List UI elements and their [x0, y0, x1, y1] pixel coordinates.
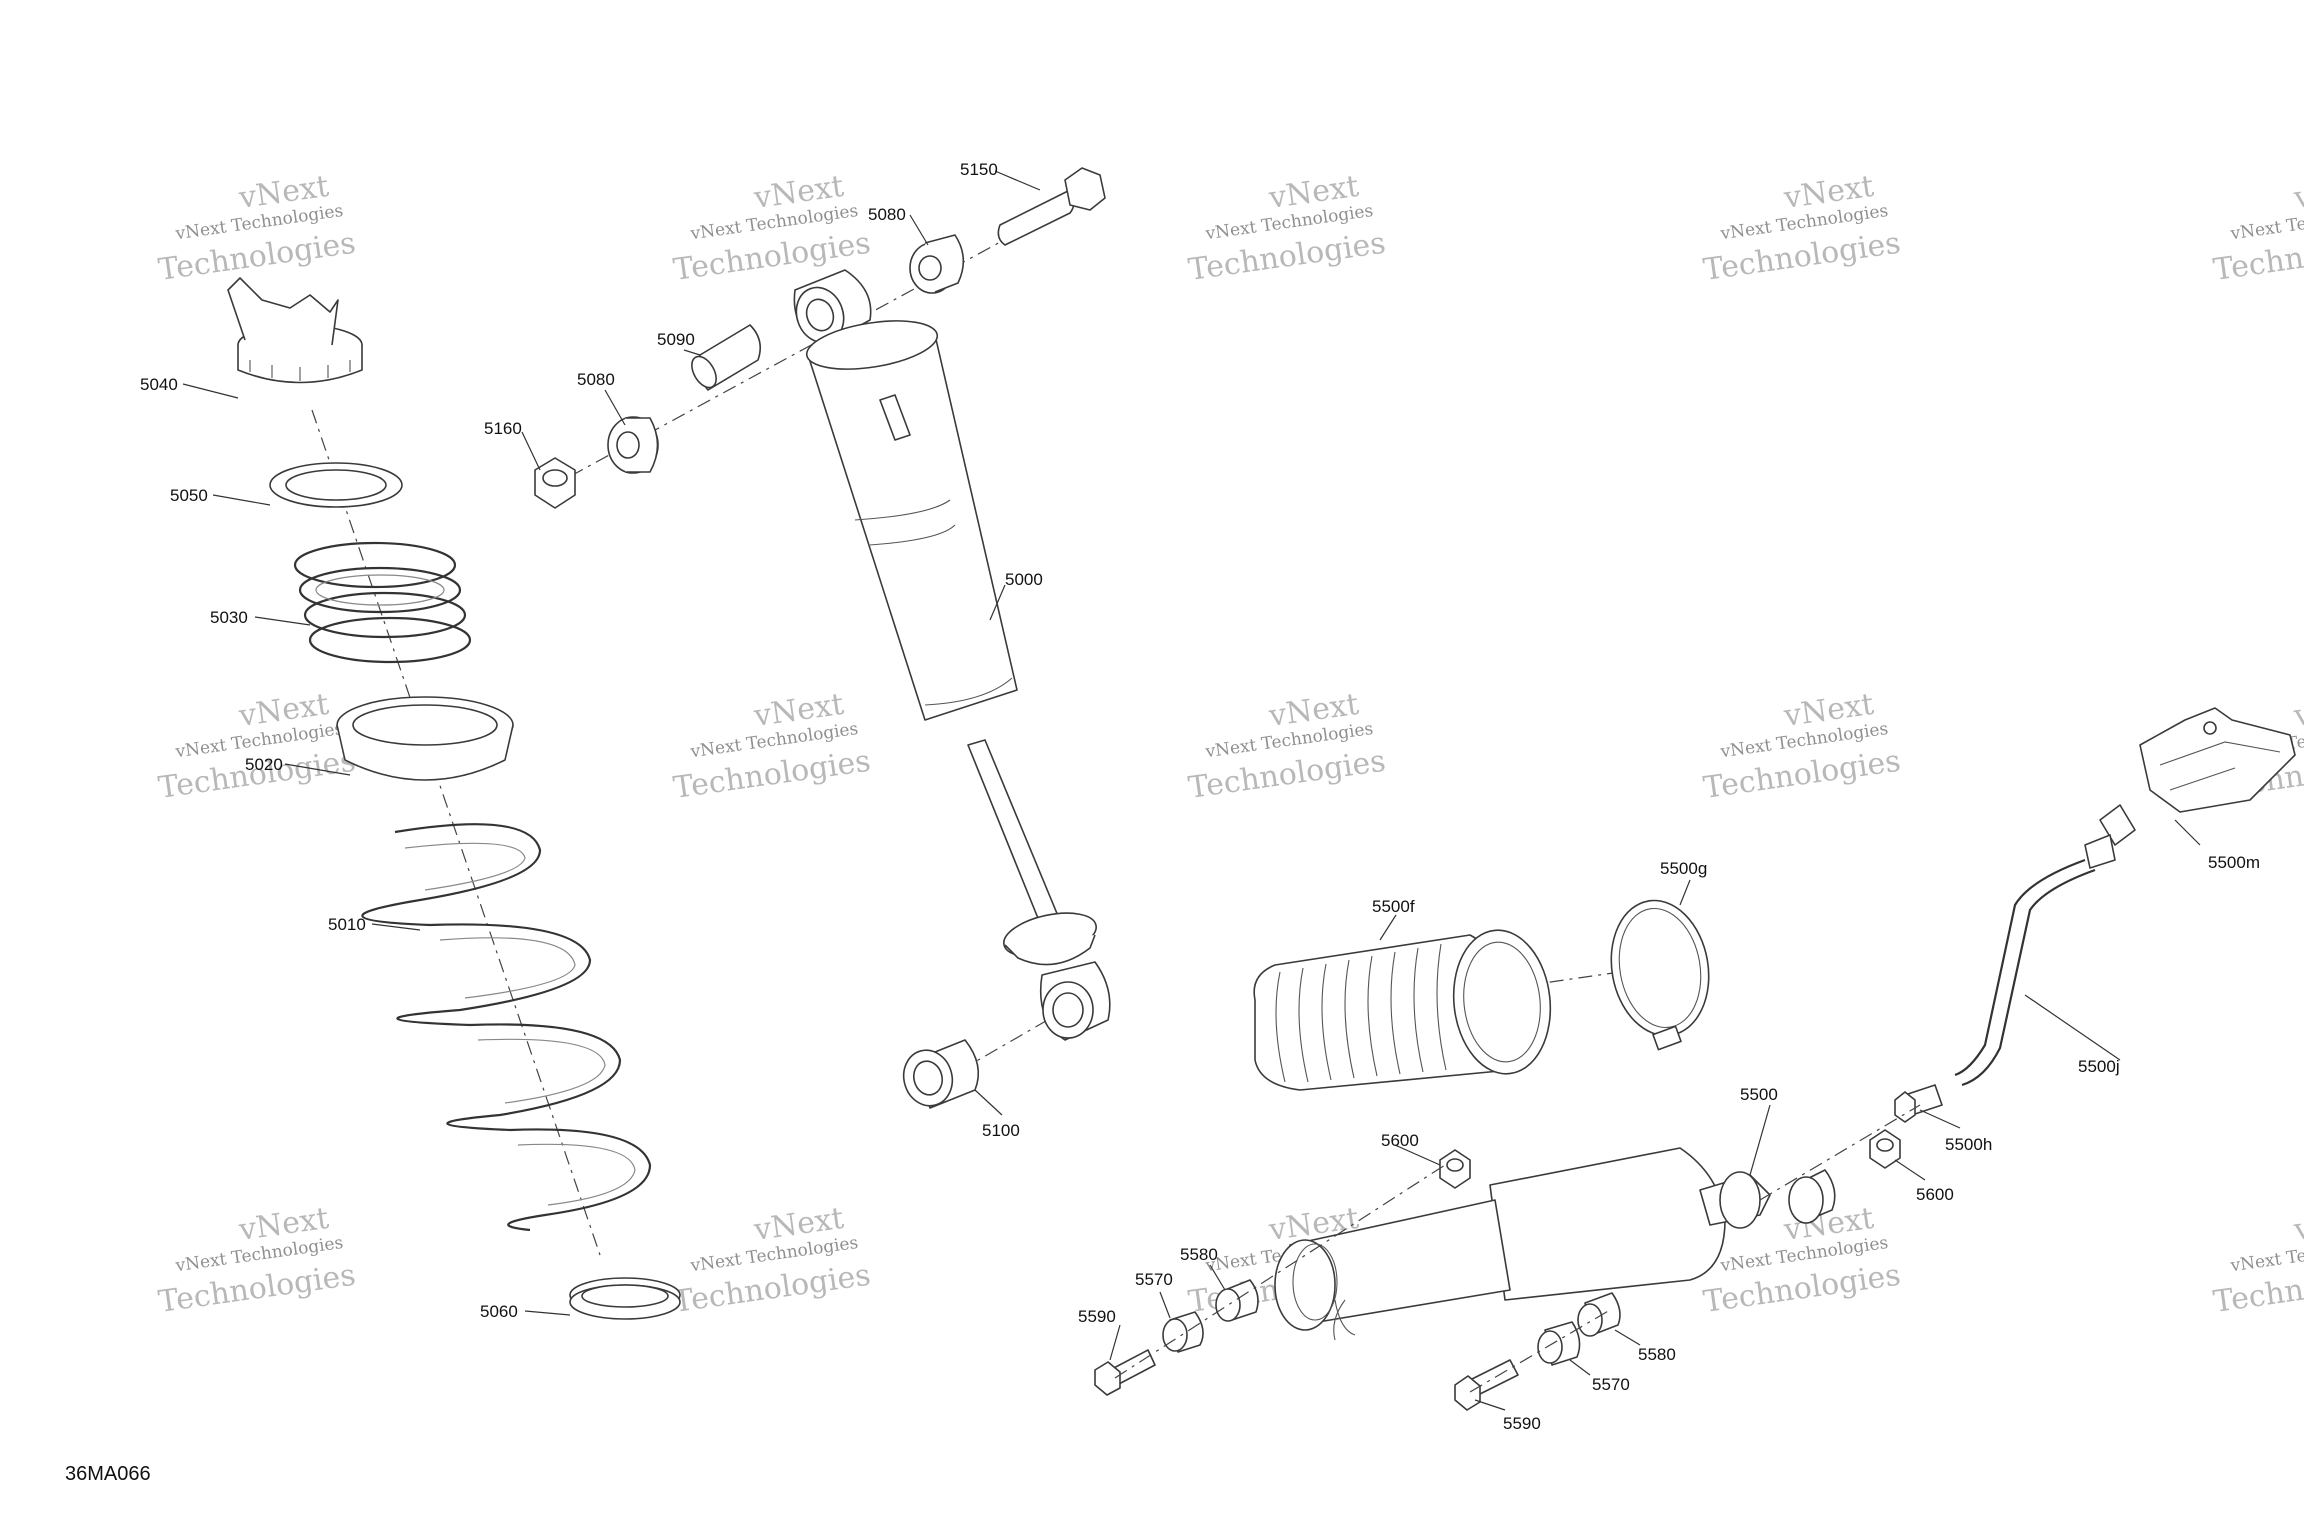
- watermark: Technologies vNext Technologies vNext: [1701, 169, 1902, 288]
- svg-text:vNext: vNext: [2291, 169, 2304, 216]
- shock-lower-eyelet: [1039, 961, 1111, 1041]
- callout-5570-left: 5570: [1135, 1270, 1173, 1289]
- reservoir-nut-right: [1869, 1129, 1901, 1169]
- reservoir-hose: [1954, 804, 2136, 1087]
- reservoir-eyelet-spacer: [1788, 1169, 1836, 1224]
- watermark: Technologies vNext Technologies vNext: [1701, 687, 1902, 806]
- spring-assembly-axis: [311, 409, 601, 1256]
- sleeve-5580-left: [1215, 1279, 1259, 1322]
- mount-bolt: [997, 167, 1106, 246]
- callout-5580-right: 5580: [1638, 1345, 1676, 1364]
- bolt-5590-left: [1094, 1349, 1156, 1396]
- drawing-reference: 36MA066: [65, 1463, 151, 1485]
- callout-5160: 5160: [484, 419, 522, 438]
- callout-5100: 5100: [982, 1121, 1020, 1140]
- watermark: Technologies vNext Technologies vNext: [156, 687, 357, 806]
- callout-5500j: 5500j: [2078, 1057, 2120, 1076]
- watermark: Technologies vNext Technologies vNext: [671, 169, 872, 288]
- watermark: Technologies vNext Technologies vNext: [1186, 687, 1387, 806]
- watermark: Technologies vNext Technologies vNext: [2211, 1201, 2304, 1320]
- spring-upper-seat: [227, 277, 363, 384]
- watermark: Technologies vNext Technologies vNext: [671, 687, 872, 806]
- callout-5010: 5010: [328, 915, 366, 934]
- callout-5000: 5000: [1005, 570, 1043, 589]
- shock-body: [805, 320, 1018, 721]
- callout-5600-left: 5600: [1381, 1131, 1419, 1150]
- svg-text:vNext: vNext: [2291, 1201, 2304, 1248]
- callout-5500: 5500: [1740, 1085, 1778, 1104]
- callout-5600-right: 5600: [1916, 1185, 1954, 1204]
- callout-5090: 5090: [657, 330, 695, 349]
- spring-washer: [269, 462, 403, 508]
- callout-5080-right: 5080: [868, 205, 906, 224]
- svg-text:vNext Technologies: vNext Technologies: [2228, 201, 2304, 244]
- callout-5050: 5050: [170, 486, 208, 505]
- callout-5500f: 5500f: [1372, 897, 1415, 916]
- boot-clamp: [1610, 899, 1710, 1051]
- callout-5020: 5020: [245, 755, 283, 774]
- callout-5030: 5030: [210, 608, 248, 627]
- lower-left-axis: [1114, 1164, 1446, 1379]
- callout-5580-left: 5580: [1180, 1245, 1218, 1264]
- callout-5060: 5060: [480, 1302, 518, 1321]
- watermark: Technologies vNext Technologies vNext: [156, 1201, 357, 1320]
- small-spring: [293, 541, 472, 664]
- callout-5500h: 5500h: [1945, 1135, 1992, 1154]
- right-eyelet-axis: [1759, 1104, 1921, 1201]
- callout-5150: 5150: [960, 160, 998, 179]
- svg-text:vNext Technologies: vNext Technologies: [2228, 1233, 2304, 1276]
- lower-mount-axis: [934, 1009, 1066, 1086]
- bolt-5590-right: [1454, 1359, 1519, 1411]
- callout-5040: 5040: [140, 375, 178, 394]
- spring-lower-clip: [569, 1277, 681, 1320]
- reservoir-nut-upper-left: [1439, 1149, 1471, 1189]
- bushing-5570-left: [1162, 1311, 1204, 1353]
- mount-nut: [534, 457, 576, 509]
- mount-sleeve: [691, 324, 761, 391]
- svg-text:vNext: vNext: [2291, 687, 2304, 734]
- spring-adapter-ring: [336, 696, 514, 781]
- dust-boot: [1253, 929, 1552, 1091]
- lower-bushing: [902, 1039, 980, 1109]
- mount-spacer-left: [607, 416, 659, 474]
- watermark: Technologies vNext Technologies vNext: [2211, 169, 2304, 288]
- callout-5080-left: 5080: [577, 370, 615, 389]
- reservoir-shock: [1274, 1147, 1771, 1341]
- main-spring: [361, 823, 652, 1232]
- callout-5570-right: 5570: [1592, 1375, 1630, 1394]
- bushing-5570-right: [1537, 1321, 1581, 1366]
- sleeve-5580-right: [1577, 1292, 1621, 1337]
- leader-lines: [182, 170, 2201, 1411]
- mount-spacer-right: [909, 234, 965, 294]
- reservoir-bracket: [2139, 707, 2296, 813]
- callout-5500m: 5500m: [2208, 853, 2260, 872]
- callout-5500g: 5500g: [1660, 859, 1707, 878]
- watermark: Technologies vNext Technologies vNext: [671, 1201, 872, 1320]
- callout-5590-left: 5590: [1078, 1307, 1116, 1326]
- callouts: 5040 5050 5030 5020 5010 5060 5160 5080 …: [140, 160, 2260, 1433]
- watermark: Technologies vNext Technologies vNext: [1186, 169, 1387, 288]
- watermark: Technologies vNext Technologies vNext: [156, 169, 357, 288]
- shock-bottom-cup: [1003, 912, 1097, 966]
- hose-fitting: [1894, 1084, 1943, 1123]
- callout-5590-right: 5590: [1503, 1414, 1541, 1433]
